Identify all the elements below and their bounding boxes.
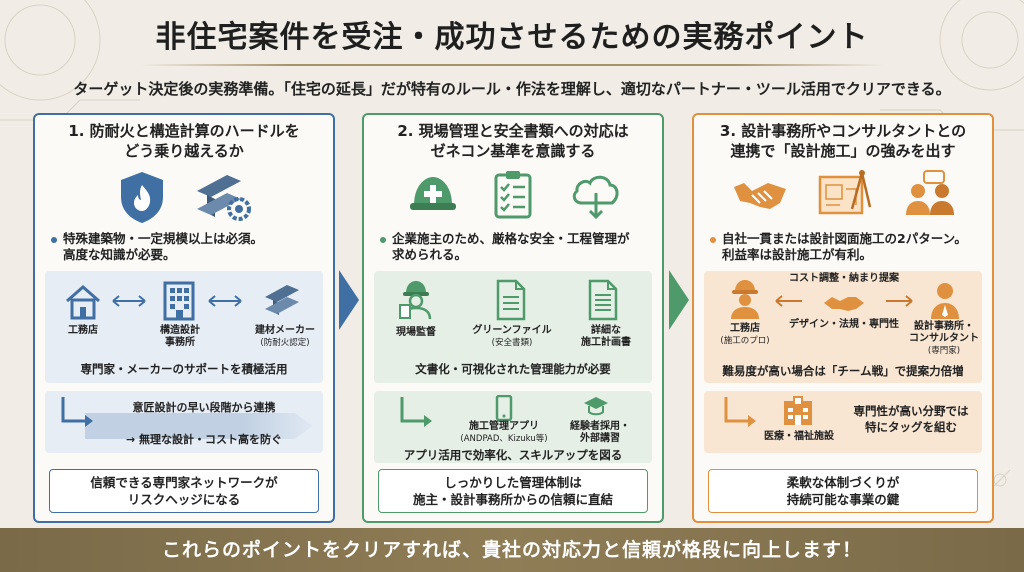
node-site-supervisor: 現場監督	[396, 327, 436, 338]
support-panel: 工務店 構造設計事務所 建材メーカー(防耐火認定) 専門家・メーカーのサポートを…	[45, 271, 323, 383]
column-conclusion: 柔軟な体制づくりが 持続可能な事業の鍵	[708, 469, 978, 513]
graduation-cap-icon	[584, 397, 608, 416]
site-supervisor-icon	[399, 281, 432, 320]
chevron-right-icon	[339, 270, 359, 330]
builder-worker-icon	[731, 280, 759, 319]
tools-panel: 施工管理アプリ(ANDPAD、Kizuku等) 経験者採用・外部講習 アプリ活用…	[374, 391, 652, 463]
column-fire-structure: 1. 防耐火と構造計算のハードルを どう乗り越えるか 特殊建築物・一定規模以上は…	[33, 113, 335, 523]
panel-caption: 文書化・可視化された管理能力が必要	[415, 362, 611, 376]
node-structural-design: 構造設計事務所	[160, 325, 200, 348]
office-building-icon	[163, 281, 195, 321]
green-file-icon	[496, 279, 526, 321]
column-icons	[364, 169, 662, 227]
bullet-dot	[51, 236, 57, 243]
designer-icon	[931, 283, 959, 319]
tool-construction-app: 施工管理アプリ(ANDPAD、Kizuku等)	[460, 421, 548, 444]
chevron-right-icon	[669, 270, 689, 330]
column-conclusion: 信頼できる専門家ネットワークが リスクヘッジになる	[49, 469, 319, 513]
documents-panel: 現場監督 グリーンファイル(安全書類) 詳細な施工計画書 文書化・可視化された管…	[374, 271, 652, 383]
column-design-collaboration: 3. 設計事務所やコンサルタントとの 連携で「設計施工」の強みを出す 自社一貫ま…	[692, 113, 994, 523]
double-arrow-icon	[112, 295, 146, 307]
column-heading: 3. 設計事務所やコンサルタントとの 連携で「設計施工」の強みを出す	[719, 122, 967, 160]
helmet-icon	[410, 177, 456, 210]
facility-note: 専門性が高い分野では 特にタッグを組む	[853, 404, 969, 434]
house-icon	[66, 285, 100, 320]
flow-arrow-band	[85, 413, 313, 439]
flow-text-2: → 無理な設計・コスト高を防ぐ	[125, 433, 283, 446]
column-icons	[35, 169, 333, 227]
node-medical-welfare: 医療・福祉施設	[764, 431, 834, 442]
fire-shield-icon	[121, 172, 163, 223]
page-title: 非住宅案件を受注・成功させるための実務ポイント	[155, 20, 869, 55]
node-material-maker: 建材メーカー(防耐火認定)	[255, 325, 315, 348]
column-heading: 2. 現場管理と安全書類への対応は ゼネコン基準を意識する	[397, 122, 629, 160]
flow-text-1: 意匠設計の早い段階から連携	[132, 401, 276, 414]
column-site-management: 2. 現場管理と安全書類への対応は ゼネコン基準を意識する 企業施主のため、厳格…	[362, 113, 664, 523]
column-conclusion: しっかりした管理体制は 施主・設計事務所からの信頼に直結	[378, 469, 648, 513]
column-icons	[694, 169, 992, 227]
consultation-icon	[906, 170, 954, 215]
link-design-law: デザイン・法規・専門性	[789, 319, 899, 330]
page-subtitle: ターゲット決定後の実務準備。「住宅の延長」だが特有のルール・作法を理解し、適切な…	[73, 80, 951, 98]
panel-caption: 難易度が高い場合は「チーム戦」で提案力倍増	[722, 364, 964, 378]
elbow-arrow-icon	[724, 397, 756, 427]
node-design-consultant: 設計事務所・コンサルタント(専門家)	[909, 321, 979, 356]
handshake-icon	[734, 183, 786, 209]
panel-caption: 専門家・メーカーのサポートを積極活用	[80, 362, 288, 376]
elbow-arrow-icon	[61, 397, 93, 427]
node-green-file: グリーンファイル(安全書類)	[472, 325, 552, 348]
steel-beam-icon	[265, 285, 299, 315]
title-underline	[140, 64, 884, 66]
cloud-download-icon	[572, 175, 619, 220]
smartphone-icon	[495, 395, 513, 421]
collaboration-arrows-icon	[775, 295, 913, 311]
blueprint-icon	[818, 170, 872, 215]
hospital-icon	[784, 396, 812, 425]
node-builder-pro: 工務店(施工のプロ)	[720, 323, 770, 346]
node-builder: 工務店	[68, 325, 98, 336]
footer-banner: これらのポイントをクリアすれば、貴社の対応力と信頼が格段に向上します！	[0, 528, 1024, 572]
elbow-arrow-icon	[400, 397, 432, 427]
bullet-dot	[710, 236, 716, 243]
tool-hiring-training: 経験者採用・外部講習	[570, 421, 630, 444]
checklist-icon	[494, 171, 532, 219]
bullet-dot	[380, 236, 386, 243]
column-bullet: 自社一貫または設計図面施工の2パターン。 利益率は設計施工が有利。	[710, 231, 982, 263]
steel-beam-gear-icon	[197, 175, 251, 221]
construction-plan-icon	[588, 279, 618, 321]
panel-caption: アプリ活用で効率化、スキルアップを図る	[403, 448, 623, 462]
column-heading: 1. 防耐火と構造計算のハードルを どう乗り越えるか	[68, 122, 300, 160]
link-cost-proposal: コスト調整・納まり提案	[789, 273, 899, 284]
column-bullet: 特殊建築物・一定規模以上は必須。 高度な知識が必要。	[51, 231, 323, 263]
column-bullet: 企業施主のため、厳格な安全・工程管理が 求められる。	[380, 231, 652, 263]
double-arrow-icon	[208, 295, 242, 307]
team-panel: コスト調整・納まり提案 デザイン・法規・専門性 工務店(施工のプロ) 設計事務所…	[704, 271, 982, 383]
node-construction-plan: 詳細な施工計画書	[581, 325, 631, 348]
flow-panel: 意匠設計の早い段階から連携 → 無理な設計・コスト高を防ぐ	[45, 391, 323, 453]
facility-panel: 医療・福祉施設 専門性が高い分野では 特にタッグを組む	[704, 391, 982, 453]
